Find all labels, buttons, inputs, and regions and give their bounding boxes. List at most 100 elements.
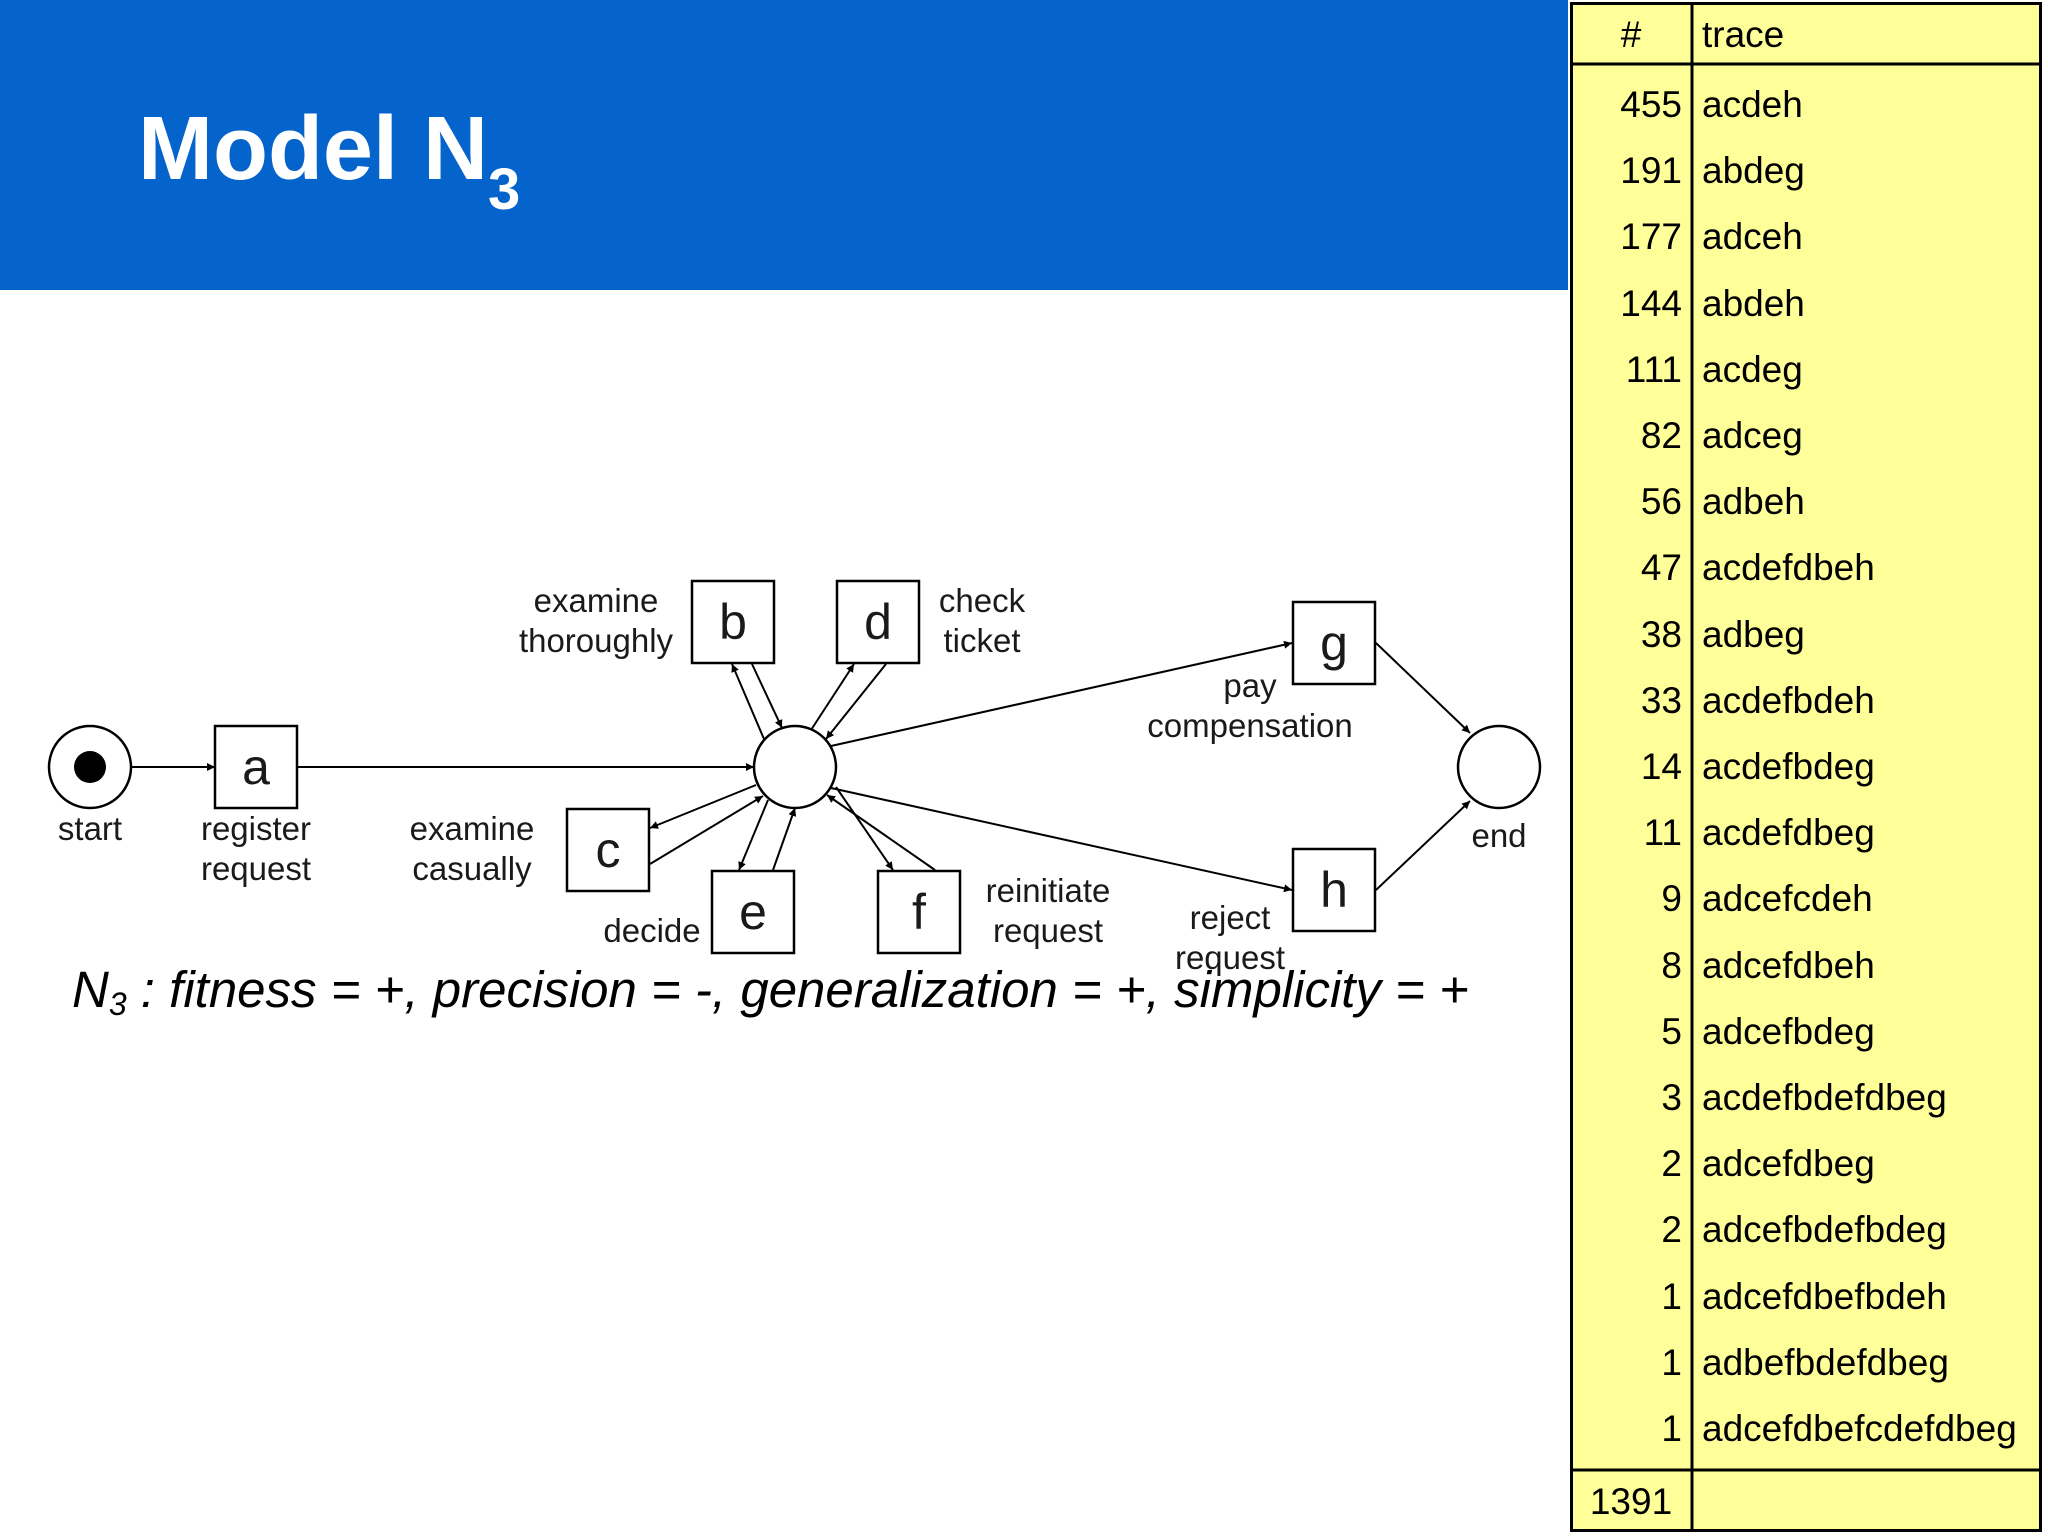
trace-count: 191 xyxy=(1620,150,1682,192)
transition-h xyxy=(1291,847,1377,933)
transition-d-letter: d xyxy=(864,594,892,650)
trace-count: 177 xyxy=(1620,216,1682,258)
trace-sequence: abdeh xyxy=(1702,282,1805,324)
transition-c-label: casually xyxy=(412,850,532,887)
transition-b-label: examine xyxy=(534,582,659,619)
trace-sequence: acdeh xyxy=(1702,84,1803,125)
trace-sequence: adcefdbeh xyxy=(1702,944,1875,986)
transition-b xyxy=(690,579,776,665)
trace-sequence: abdeg xyxy=(1702,150,1805,192)
trace-sequence: acdefdbeh xyxy=(1702,547,1875,589)
place-end-label: end xyxy=(1471,817,1526,854)
trace-count: 11 xyxy=(1643,812,1682,854)
transition-a xyxy=(213,724,299,810)
trace-sequence: adbeg xyxy=(1702,613,1805,655)
formula-text: : fitness = +, precision = -, generaliza… xyxy=(126,961,1469,1018)
trace-sequence: acdefbdeh xyxy=(1702,679,1875,721)
arc-mid-b xyxy=(731,663,765,740)
trace-sequence: acdefbdeg xyxy=(1702,746,1875,787)
quality-formula: N3 : fitness = +, precision = -, general… xyxy=(72,961,1469,1020)
transition-f xyxy=(876,869,962,955)
trace-count: 9 xyxy=(1661,878,1682,920)
trace-count: 2 xyxy=(1661,1209,1682,1251)
trace-count: 8 xyxy=(1661,944,1682,986)
arc-mid-e xyxy=(738,799,769,871)
slide-title-text: Model N xyxy=(138,99,488,199)
trace-sequence: adcefbdeg xyxy=(1702,1010,1875,1052)
trace-table xyxy=(1570,2,2042,1532)
trace-count: 56 xyxy=(1640,481,1682,523)
trace-sequence: adcefdbefbdeh xyxy=(1702,1275,1947,1317)
transition-h-label: request xyxy=(1175,939,1285,976)
arc-g-end xyxy=(1375,642,1471,734)
arcs-layer xyxy=(131,640,1471,893)
trace-sequence: adceg xyxy=(1702,415,1803,456)
title-banner: Model N3 xyxy=(0,0,1568,290)
arc-mid-h xyxy=(830,787,1293,893)
transition-e-letter: e xyxy=(739,884,767,940)
transition-c-label: examine xyxy=(410,810,535,847)
place-central xyxy=(752,724,838,810)
arc-mid-d xyxy=(810,663,855,731)
place-start-label: start xyxy=(58,810,122,847)
trace-count: 1 xyxy=(1661,1341,1682,1383)
trace-sequence: adcefcdeh xyxy=(1702,878,1873,920)
slide-title-subscript: 3 xyxy=(487,157,521,222)
transition-b-label: thoroughly xyxy=(519,622,674,659)
transition-f-label: request xyxy=(993,912,1103,949)
trace-sequence: adceh xyxy=(1702,216,1803,258)
trace-sequence: acdeg xyxy=(1702,348,1803,390)
trace-sequence: adcefdbeg xyxy=(1702,1143,1875,1185)
trace-count: 33 xyxy=(1640,679,1682,721)
transition-d-label: check xyxy=(939,582,1026,619)
transition-h-label: reject xyxy=(1190,899,1271,936)
transition-d xyxy=(835,579,921,665)
trace-count: 14 xyxy=(1640,746,1682,787)
trace-count: 38 xyxy=(1640,613,1682,655)
trace-count: 47 xyxy=(1640,547,1682,589)
trace-table-header-trace: trace xyxy=(1702,14,1785,55)
trace-count: 82 xyxy=(1640,415,1682,456)
transition-e-label: decide xyxy=(603,912,700,949)
transition-g-letter: g xyxy=(1320,615,1348,671)
arc-h-end xyxy=(1375,800,1471,891)
trace-sequence: adcefbdefbdeg xyxy=(1702,1209,1947,1251)
transition-a-label: request xyxy=(201,850,311,887)
trace-sequence: adbeh xyxy=(1702,481,1805,523)
arc-mid-f xyxy=(835,786,894,871)
transition-g xyxy=(1291,600,1377,686)
transition-g-label: compensation xyxy=(1147,707,1352,744)
trace-count: 2 xyxy=(1661,1143,1682,1185)
arc-f-mid xyxy=(826,794,936,871)
trace-table-total: 1391 xyxy=(1589,1481,1673,1522)
trace-sequence: adcefdbefcdefdbeg xyxy=(1702,1408,2017,1449)
transition-a-label: register xyxy=(201,810,311,847)
trace-count: 455 xyxy=(1620,84,1682,125)
transition-c xyxy=(565,807,651,893)
arc-e-mid xyxy=(772,807,797,871)
trace-count: 144 xyxy=(1620,282,1682,324)
trace-sequence: adbefbdefdbeg xyxy=(1702,1341,1949,1383)
trace-table-header-count: # xyxy=(1620,14,1642,55)
start-token xyxy=(74,751,106,783)
trace-count: 1 xyxy=(1661,1275,1682,1317)
transition-f-label: reinitiate xyxy=(986,872,1111,909)
arc-b-mid xyxy=(751,663,783,729)
arc-mid-c xyxy=(649,784,757,829)
place-end xyxy=(1456,724,1542,810)
transition-d-label: ticket xyxy=(943,622,1020,659)
trace-sequence: acdefbdefdbeg xyxy=(1702,1077,1947,1118)
transition-g-label: pay xyxy=(1223,667,1277,704)
trace-count: 1 xyxy=(1661,1408,1682,1449)
trace-count: 111 xyxy=(1625,348,1682,390)
transition-a-letter: a xyxy=(242,739,270,795)
formula-model-subscript: 3 xyxy=(108,986,127,1022)
transition-c-letter: c xyxy=(596,822,621,878)
slide-title: Model N3 xyxy=(138,104,520,219)
transition-b-letter: b xyxy=(719,594,747,650)
trace-table-background xyxy=(1570,2,2042,1532)
arc-mid-g xyxy=(830,640,1293,747)
